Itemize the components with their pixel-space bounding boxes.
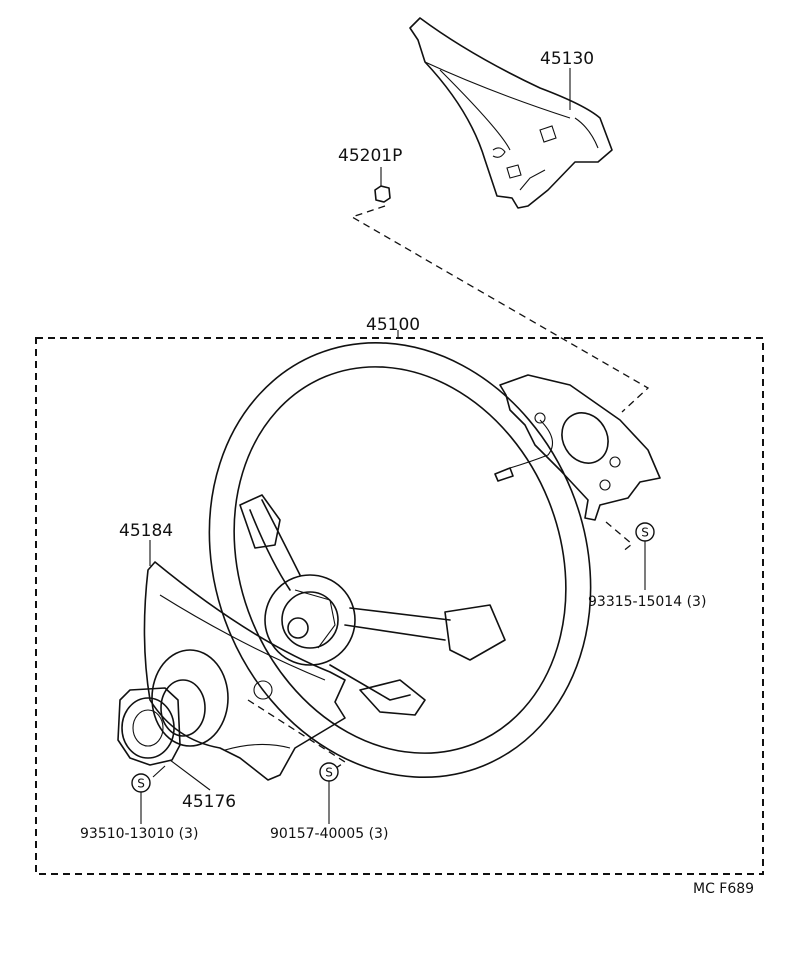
screw-right-leader [605, 521, 634, 553]
standard-part-symbol-center: S [319, 762, 339, 782]
cancel-cam-leader [169, 759, 211, 791]
screw-center-leader [247, 699, 347, 771]
standard-part-symbol-left: S [131, 773, 151, 793]
label-screw-left: 93510-13010 (3) [80, 826, 198, 842]
label-cover: 45184 [119, 521, 173, 541]
symbol-text-right: S [641, 526, 649, 540]
horn-pad-drawing [409, 17, 613, 209]
steering-wheel-drawing [208, 342, 592, 778]
symbol-text-center: S [325, 766, 333, 780]
label-wheel-assembly: 45100 [366, 315, 420, 335]
symbol-text-left: S [137, 777, 145, 791]
label-screw-center: 90157-40005 (3) [270, 826, 388, 842]
figure-code: MC F689 [693, 881, 754, 897]
standard-part-symbol-right: S [635, 522, 655, 542]
label-horn-pad: 45130 [540, 49, 594, 69]
nut-leader [350, 205, 650, 413]
nut-drawing [374, 167, 391, 203]
cover-drawing [143, 561, 346, 781]
hub-plate-drawing [494, 374, 661, 521]
cancel-cam-drawing [117, 649, 229, 766]
label-cancel-cam: 45176 [182, 792, 236, 812]
label-screw-right: 93315-15014 (3) [588, 594, 706, 610]
label-nut: 45201P [338, 146, 402, 166]
assembly-frame [35, 337, 764, 875]
